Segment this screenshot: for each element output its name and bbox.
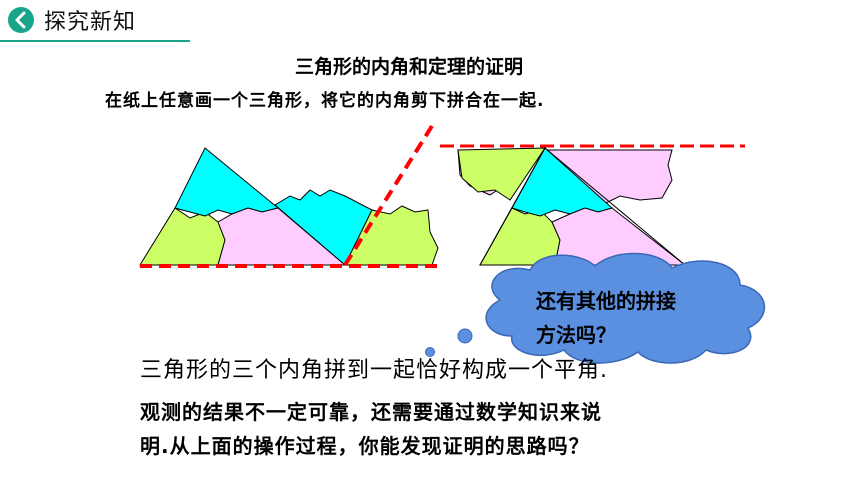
chevron-left-icon bbox=[8, 7, 34, 33]
dashed-slant-line bbox=[343, 124, 434, 267]
left-angle-piece bbox=[139, 207, 226, 266]
section-header: 探究新知 bbox=[0, 0, 190, 42]
slide-subtitle: 在纸上任意画一个三角形，将它的内角剪下拼合在一起. bbox=[105, 91, 545, 111]
thought-bubble-small bbox=[425, 347, 435, 357]
top-angle-piece bbox=[174, 147, 280, 217]
thought-cloud bbox=[485, 252, 765, 364]
moved-left-piece bbox=[344, 205, 439, 266]
cloud-question: 还有其他的拼接 方法吗？ bbox=[536, 284, 746, 352]
slide-heading: 三角形的内角和定理的证明 bbox=[294, 56, 523, 78]
explanation-line-2: 明.从上面的操作过程，你能发现证明的思路吗？ bbox=[140, 434, 590, 458]
conclusion-text: 三角形的三个内角拼到一起恰好构成一个平角. bbox=[140, 358, 608, 383]
explanation-line-1: 观测的结果不一定可靠，还需要通过数学知识来说 bbox=[140, 400, 602, 424]
thought-bubble-medium bbox=[457, 328, 473, 344]
section-title: 探究新知 bbox=[44, 10, 137, 35]
cloud-line-2: 方法吗？ bbox=[536, 323, 616, 347]
cloud-line-1: 还有其他的拼接 bbox=[536, 289, 676, 313]
header-underline bbox=[0, 40, 190, 42]
right-bottom-right bbox=[551, 207, 687, 266]
